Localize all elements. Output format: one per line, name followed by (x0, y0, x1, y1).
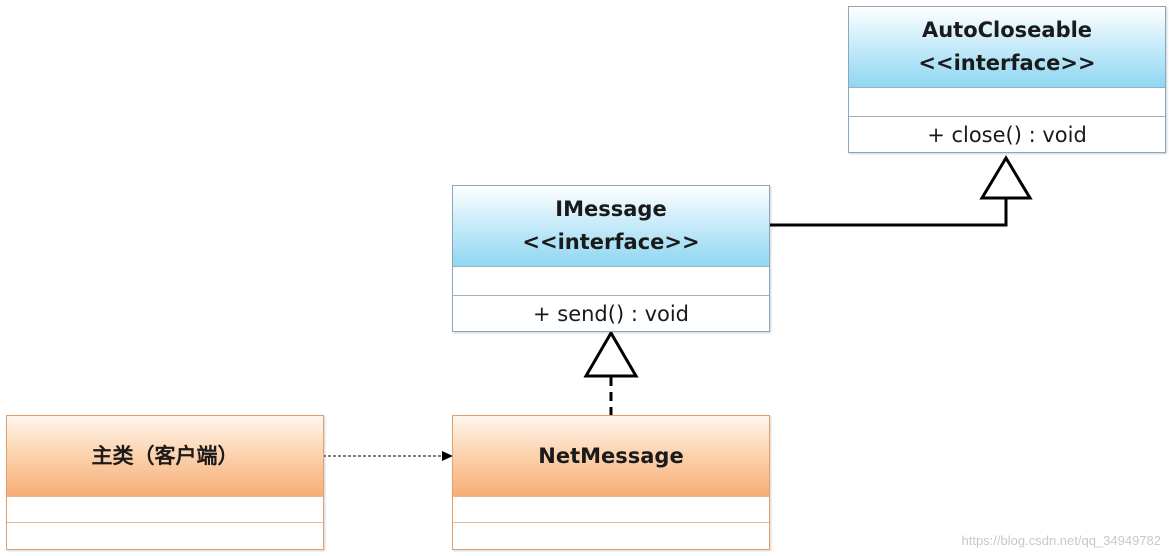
imessage-interface-box[interactable]: IMessage <<interface>> + send() : void (452, 185, 770, 332)
operation-close: + close() : void (927, 122, 1087, 147)
class-name: 主类（客户端） (91, 443, 239, 468)
operations-section (7, 522, 323, 549)
imessage-header: IMessage <<interface>> (453, 186, 769, 266)
netmessage-header: NetMessage (453, 416, 769, 496)
generalization-line-imessage-autocloseable (769, 198, 1008, 227)
watermark-text: https://blog.csdn.net/qq_34949782 (961, 533, 1162, 548)
attributes-section (453, 496, 769, 522)
operations-section (453, 522, 769, 549)
interface-stereotype: <<interface>> (522, 230, 700, 254)
operations-section: + close() : void (849, 116, 1165, 152)
attributes-section (849, 87, 1165, 116)
operation-send: + send() : void (532, 301, 690, 326)
operations-section: + send() : void (453, 295, 769, 331)
class-name: NetMessage (538, 443, 684, 468)
interface-stereotype: <<interface>> (918, 51, 1096, 75)
hollow-triangle-arrowhead (583, 330, 639, 378)
hollow-triangle-arrowhead (979, 155, 1033, 200)
autocloseable-interface-box[interactable]: AutoCloseable <<interface>> + close() : … (848, 6, 1166, 153)
interface-name: IMessage (555, 197, 667, 221)
netmessage-class-box[interactable]: NetMessage (452, 415, 770, 550)
main-class-header: 主类（客户端） (7, 416, 323, 496)
attributes-section (7, 496, 323, 522)
dependency-arrowhead (442, 451, 453, 461)
interface-name: AutoCloseable (921, 18, 1093, 42)
main-client-class-box[interactable]: 主类（客户端） (6, 415, 324, 550)
attributes-section (453, 266, 769, 295)
autocloseable-header: AutoCloseable <<interface>> (849, 7, 1165, 87)
